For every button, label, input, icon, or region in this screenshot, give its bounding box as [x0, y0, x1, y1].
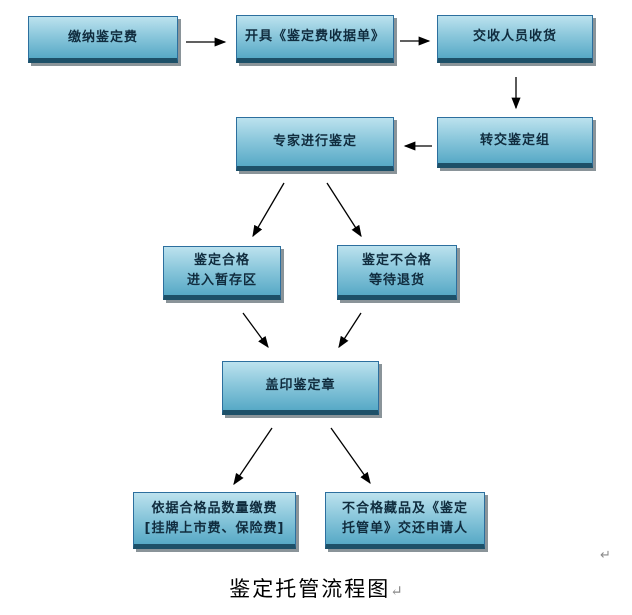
node-label: 交收人员收货: [472, 29, 557, 44]
arrow-fail-to-stamp: [338, 312, 362, 349]
node-label: 托管单》交还申请人: [341, 520, 468, 536]
arrow-stamp-to-pay: [233, 427, 273, 486]
node-label: 缴纳鉴定费: [67, 29, 138, 45]
node-label: 进入暂存区: [186, 273, 257, 288]
node-label: 不合格藏品及《鉴定: [341, 500, 468, 516]
caption-text: 鉴定托管流程图: [229, 577, 391, 601]
node-label: 专家进行鉴定: [272, 134, 357, 149]
node-label: 等待退货: [368, 272, 425, 288]
node-label: 转交鉴定组: [479, 132, 550, 148]
node-label: 开具《鉴定费收据单》: [244, 29, 385, 44]
node-pay-fee: 缴纳鉴定费: [28, 16, 178, 63]
node-fail-return: 鉴定不合格 等待退货: [337, 245, 457, 300]
node-pass-storage: 鉴定合格 进入暂存区: [163, 246, 281, 300]
node-label: 鉴定不合格: [361, 252, 432, 268]
arrow-expert-to-pass: [252, 182, 285, 238]
node-stamp-seal: 盖印鉴定章: [222, 361, 379, 415]
paragraph-mark: ↵: [600, 548, 611, 563]
node-label: 盖印鉴定章: [265, 378, 336, 393]
arrow-pass-to-stamp: [242, 312, 269, 349]
arrow-expert-to-fail: [326, 182, 362, 238]
paragraph-mark: ↵: [390, 582, 403, 600]
node-label: 鉴定合格: [193, 253, 250, 268]
node-transfer-team: 转交鉴定组: [437, 117, 593, 168]
flowchart-caption: 鉴定托管流程图↵: [0, 573, 632, 603]
node-issue-receipt: 开具《鉴定费收据单》: [236, 15, 394, 63]
arrow-stamp-to-return: [330, 427, 371, 485]
node-expert-appraisal: 专家进行鉴定: [236, 117, 394, 171]
node-return-items: 不合格藏品及《鉴定 托管单》交还申请人: [325, 492, 485, 549]
node-receive-goods: 交收人员收货: [437, 15, 593, 63]
node-pay-by-quantity: 依据合格品数量缴费 [挂牌上市费、保险费]: [133, 492, 296, 549]
node-label: 依据合格品数量缴费: [151, 500, 278, 516]
node-label: [挂牌上市费、保险费]: [144, 520, 285, 536]
